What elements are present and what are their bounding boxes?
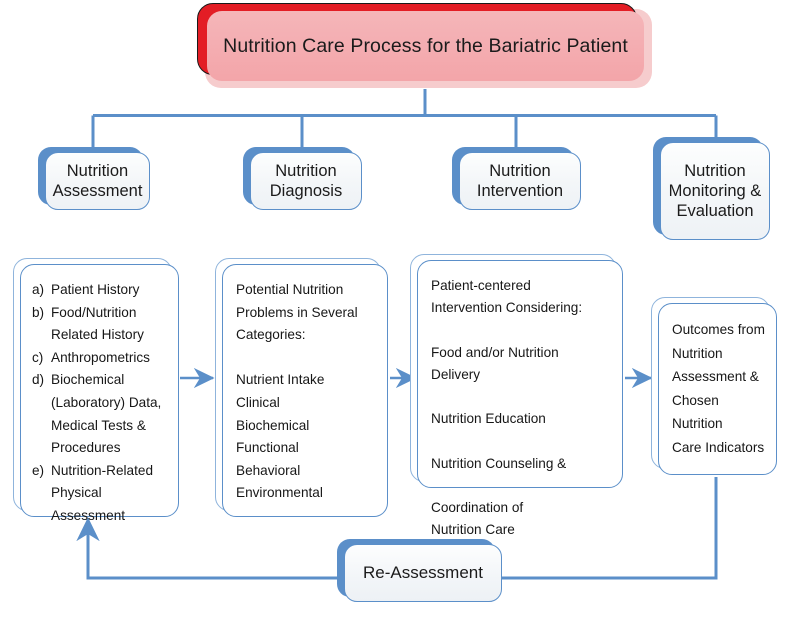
- list-item-text: Biochemical (Laboratory) Data, Medical T…: [51, 372, 162, 456]
- stage-label-diagnosis: Nutrition Diagnosis: [269, 162, 343, 200]
- stage-label-monitoring: Nutrition Monitoring & Evaluation: [668, 162, 762, 220]
- list-item-text: Nutrition-Related Physical Assessment: [51, 462, 153, 523]
- detail-text-diagnosis: Potential Nutrition Problems in Several …: [236, 282, 358, 501]
- detail-panel: a) Patient History b) Food/Nutrition Rel…: [20, 264, 179, 523]
- stage-panel: Nutrition Intervention: [459, 152, 581, 210]
- list-item: b) Food/Nutrition Related History: [32, 302, 168, 347]
- list-item: c) Anthropometrics: [32, 347, 168, 370]
- list-item-text: Anthropometrics: [51, 349, 150, 365]
- stage-box-intervention[interactable]: Nutrition Intervention: [452, 147, 581, 210]
- detail-panel: Potential Nutrition Problems in Several …: [222, 264, 388, 517]
- list-item-text: Patient History: [51, 282, 140, 297]
- stage-label-assessment: Nutrition Assessment: [52, 162, 143, 200]
- stage-box-monitoring[interactable]: Nutrition Monitoring & Evaluation: [653, 137, 770, 240]
- list-item: e) Nutrition-Related Physical Assessment: [32, 460, 168, 528]
- list-item: a) Patient History: [32, 279, 168, 302]
- detail-box-intervention[interactable]: Patient-centered Intervention Considerin…: [410, 254, 623, 537]
- reassessment-panel: Re-Assessment: [344, 544, 502, 602]
- list-marker: b): [32, 304, 45, 320]
- stage-box-diagnosis[interactable]: Nutrition Diagnosis: [243, 147, 362, 210]
- detail-box-diagnosis[interactable]: Potential Nutrition Problems in Several …: [215, 258, 388, 517]
- stage-label-intervention: Nutrition Intervention: [476, 162, 564, 200]
- title-box: Nutrition Care Process for the Bariatric…: [197, 3, 652, 88]
- stage-panel: Nutrition Monitoring & Evaluation: [660, 142, 770, 240]
- detail-box-assessment[interactable]: a) Patient History b) Food/Nutrition Rel…: [13, 258, 179, 523]
- stage-panel: Nutrition Assessment: [45, 152, 150, 210]
- detail-text-intervention: Patient-centered Intervention Considerin…: [431, 278, 583, 538]
- title-panel: Nutrition Care Process for the Bariatric…: [207, 11, 644, 81]
- list-item-text: Food/Nutrition Related History: [51, 304, 144, 343]
- list-marker: e): [32, 462, 45, 478]
- page-title: Nutrition Care Process for the Bariatric…: [223, 34, 628, 57]
- stage-box-assessment[interactable]: Nutrition Assessment: [38, 147, 150, 210]
- list-marker: c): [32, 349, 44, 365]
- list-marker: d): [32, 372, 45, 388]
- detail-box-monitoring[interactable]: Outcomes from Nutrition Assessment & Cho…: [651, 297, 777, 475]
- stage-panel: Nutrition Diagnosis: [250, 152, 362, 210]
- list-item: d) Biochemical (Laboratory) Data, Medica…: [32, 369, 168, 459]
- reassessment-label: Re-Assessment: [363, 563, 483, 582]
- detail-text-monitoring: Outcomes from Nutrition Assessment & Cho…: [672, 322, 765, 455]
- detail-panel: Outcomes from Nutrition Assessment & Cho…: [658, 303, 777, 475]
- detail-panel: Patient-centered Intervention Considerin…: [417, 260, 623, 537]
- reassessment-box[interactable]: Re-Assessment: [337, 539, 502, 602]
- list-marker: a): [32, 282, 45, 297]
